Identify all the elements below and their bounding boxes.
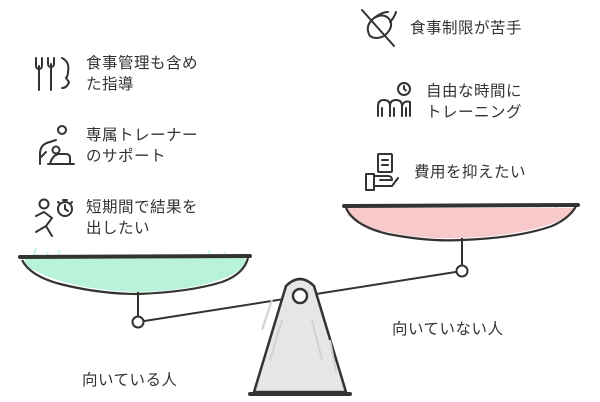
left-pivot [131,315,145,329]
suitable-item-label: 専属トレーナー のサポート [86,126,199,165]
scale-stand [248,277,352,396]
unsuitable-item-cost: 費用を抑えたい [360,150,526,194]
unsuitable-item-label: 自由な時間に トレーニング [426,82,523,121]
free-time-icon [372,80,416,124]
suitable-caption: 向いている人 [82,371,178,389]
suitable-item-label: 短期間で結果を 出したい [86,198,199,237]
unsuitable-item-time: 自由な時間に トレーニング [372,80,522,124]
running-stopwatch-icon [32,196,76,240]
cost-saving-icon [360,150,404,194]
unsuitable-item-label: 費用を抑えたい [414,162,527,181]
suitable-item-trainer: 専属トレーナー のサポート [32,124,198,168]
stand-pivot [291,287,309,305]
right-pivot [455,264,469,278]
unsuitable-caption: 向いていない人 [392,320,504,338]
unsuitable-item-label: 食事制限が苦手 [410,18,523,37]
personal-trainer-icon [32,124,76,168]
no-food-icon [356,6,400,50]
right-pan [342,203,580,242]
left-pan [18,247,252,296]
unsuitable-item-food: 食事制限が苦手 [356,6,522,50]
diet-utensils-icon [32,52,76,96]
suitable-item-results: 短期間で結果を 出したい [32,196,198,240]
suitable-item-label: 食事管理も含め た指導 [86,54,199,93]
suitable-item-diet: 食事管理も含め た指導 [32,52,198,96]
